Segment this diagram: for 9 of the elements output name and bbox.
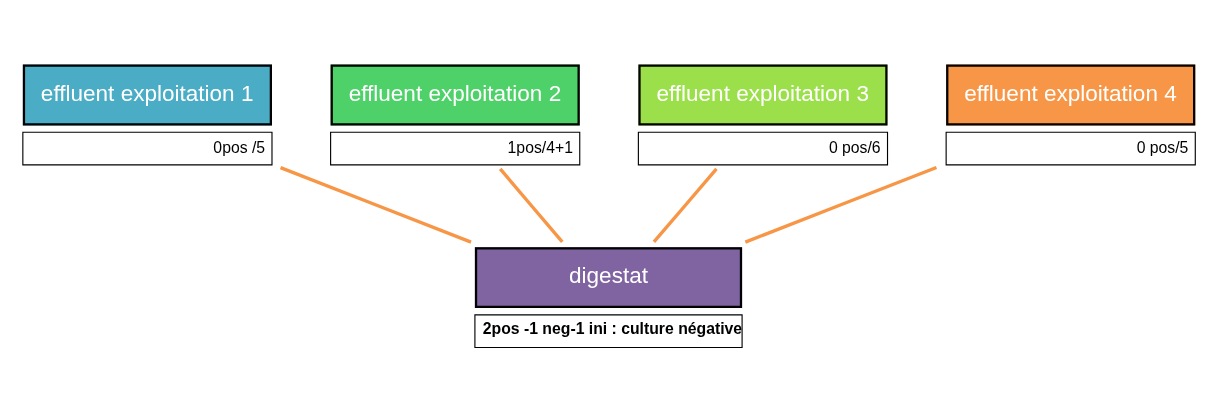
connector xyxy=(279,165,472,244)
connector xyxy=(652,167,718,243)
node-label: 0 pos/6 xyxy=(828,138,881,156)
connector xyxy=(498,167,564,243)
node-label: 0pos /5 xyxy=(213,138,266,156)
node-label: 1pos/4+1 xyxy=(507,138,573,156)
node-label: 2pos -1 neg-1 ini : culture négative xyxy=(482,319,743,337)
connector xyxy=(744,165,938,244)
node-label: 0 pos/5 xyxy=(1136,138,1189,156)
